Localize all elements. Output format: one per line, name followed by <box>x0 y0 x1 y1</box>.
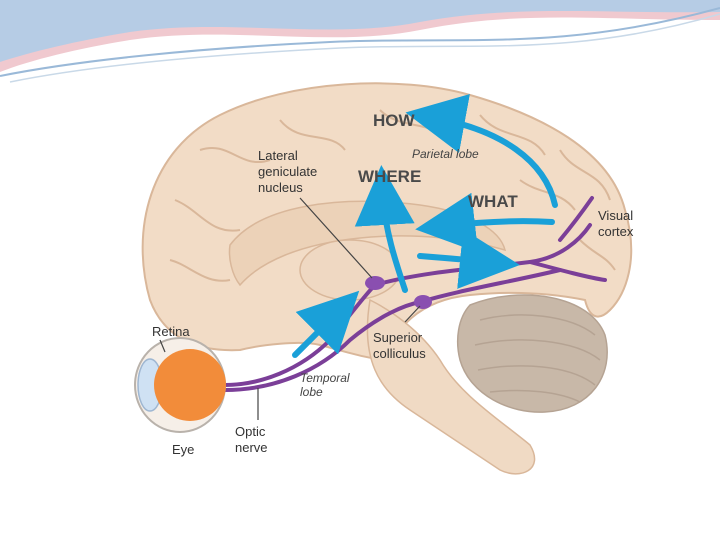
label-optic-nerve-line2: nerve <box>235 440 268 455</box>
how-arrow <box>405 93 558 208</box>
lgn-node <box>365 276 385 290</box>
cerebellum-folia <box>474 314 601 403</box>
label-superior-colliculus-line2: colliculus <box>373 346 426 361</box>
superior-colliculus-node <box>414 295 432 309</box>
label-optic-nerve-line1: Optic <box>235 424 266 439</box>
label-visual-cortex-line1: Visual <box>598 208 633 223</box>
label-parietal-lobe: Parietal lobe <box>412 147 479 161</box>
label-lgn-line3: nucleus <box>258 180 303 195</box>
temporal-arrow <box>292 290 360 358</box>
center-arrow <box>417 229 520 289</box>
thalamus-shape <box>299 239 401 301</box>
label-visual-cortex-line2: cortex <box>598 224 634 239</box>
label-leader-lines <box>159 197 421 420</box>
label-what: WHAT <box>468 192 518 211</box>
slide-header-decoration <box>0 0 720 83</box>
label-lgn-line2: geniculate <box>258 164 317 179</box>
what-arrow <box>415 192 555 253</box>
cerebellum-shape <box>457 294 608 413</box>
label-retina: Retina <box>152 324 190 339</box>
brainstem-shape <box>366 298 536 475</box>
eye-shape <box>134 337 226 433</box>
where-arrow <box>354 165 415 293</box>
label-temporal-lobe-line2: lobe <box>300 385 323 399</box>
label-where: WHERE <box>358 167 421 186</box>
stream-arrows <box>292 93 558 358</box>
label-how: HOW <box>373 111 416 130</box>
label-lgn-line1: Lateral <box>258 148 298 163</box>
label-superior-colliculus-line1: Superior <box>373 330 423 345</box>
label-eye: Eye <box>172 442 194 457</box>
label-temporal-lobe-line1: Temporal <box>300 371 350 385</box>
